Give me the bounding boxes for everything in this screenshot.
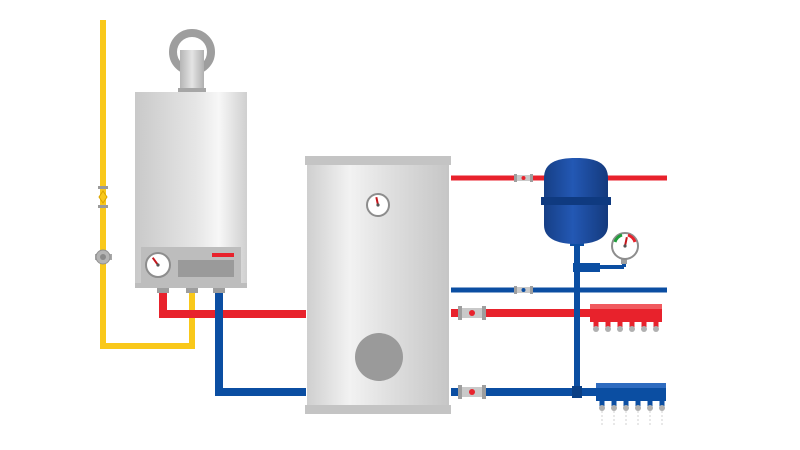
cold-water-manifold (596, 383, 666, 426)
manifold-outlet (623, 400, 629, 426)
tank-thermometer-icon (366, 193, 390, 217)
manifold-outlet (629, 321, 635, 332)
expansion-tank (541, 158, 611, 246)
ball-valve-icon[interactable] (458, 385, 486, 399)
boiler-indicator-bar (212, 253, 234, 257)
gas-filter-icon (95, 249, 112, 265)
hot-water-storage-tank (305, 156, 451, 414)
manifold-outlet (653, 321, 659, 332)
ball-valve-icon[interactable] (514, 174, 533, 182)
manifold-outlet (617, 321, 623, 332)
ball-valve-icon[interactable] (458, 306, 486, 320)
boiler-display (178, 260, 234, 277)
manifold-outlet (611, 400, 617, 426)
manifold-outlet (599, 400, 605, 426)
manifold-outlet (647, 400, 653, 426)
manifold-outlet (659, 400, 665, 426)
system-pressure-gauge-icon (611, 232, 639, 264)
gas-valve-icon[interactable] (98, 186, 108, 208)
gas-boiler (135, 92, 247, 293)
manifold-outlet (641, 321, 647, 332)
hot-water-manifold (590, 304, 662, 332)
boiler-return-cold-pipe (215, 290, 306, 396)
ball-valve-icon[interactable] (514, 286, 533, 294)
manifold-outlet (605, 321, 611, 332)
tank-inspection-hatch (355, 333, 403, 381)
boiler-pressure-gauge-icon (145, 252, 171, 278)
boiler-supply-hot-pipe (159, 290, 306, 318)
manifold-outlet (593, 321, 599, 332)
manifold-outlet (635, 400, 641, 426)
boiler-flue (169, 29, 215, 93)
